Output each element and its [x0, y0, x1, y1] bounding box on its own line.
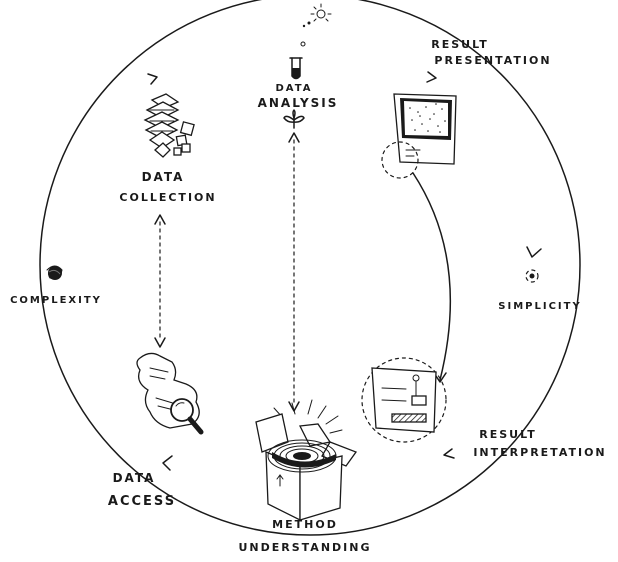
cycle-arrow-bottom-left	[162, 455, 173, 471]
sprout-icon	[283, 109, 305, 129]
scroll-magnifier-icon	[136, 352, 204, 435]
cycle-arrow-top-left	[147, 73, 158, 85]
complexity-label: COMPLEXITY	[10, 295, 102, 306]
data-collection-line1: DATA	[142, 170, 185, 184]
dashed-link-analysis-arrowhead-up	[288, 132, 300, 143]
cubes-icon	[173, 121, 195, 156]
data-access-label: DATA ACCESS	[108, 471, 176, 509]
framed-picture-icon	[393, 93, 457, 165]
data-collection-line2: COLLECTION	[119, 191, 216, 204]
data-analysis-line1: DATA	[275, 83, 312, 94]
method-understanding-line2: UNDERSTANDING	[238, 541, 371, 554]
scribble-ball-icon	[46, 265, 63, 280]
data-access-line2: ACCESS	[108, 494, 176, 509]
result-presentation-label: RESULT PRESENTATION	[431, 38, 551, 67]
result-interpretation-line2: INTERPRETATION	[473, 446, 606, 459]
cycle-arrow-bottom-right	[443, 448, 455, 459]
dot-circle-icon	[525, 269, 539, 283]
method-understanding-line1: METHOD	[272, 518, 338, 531]
dashed-link-collection-arrowhead-up	[154, 214, 166, 225]
cycle-gap-top	[296, 20, 320, 34]
document-chart-icon	[371, 367, 437, 433]
data-access-line1: DATA	[113, 471, 156, 485]
result-presentation-line1: RESULT	[431, 38, 489, 51]
cycle-arrow-top-right	[426, 71, 437, 83]
open-box-icon	[255, 399, 358, 522]
dashed-link-collection-arrowhead-down	[154, 337, 166, 348]
result-interpretation-line1: RESULT	[479, 428, 537, 441]
simplicity-label: SIMPLICITY	[498, 301, 581, 312]
cycle-circle	[39, 0, 581, 536]
paper-stack-icon	[143, 93, 180, 158]
zoom-circle-presentation	[381, 141, 419, 179]
data-analysis-label: DATA ANALYSIS	[258, 83, 339, 110]
result-presentation-line2: PRESENTATION	[434, 54, 551, 67]
zoom-circle-interpretation	[361, 357, 447, 443]
sparkle-icon	[300, 3, 332, 47]
cycle-arrow-right	[526, 246, 542, 258]
data-collection-label: DATA COLLECTION	[119, 170, 216, 204]
link-presentation-interpretation	[412, 172, 452, 381]
result-interpretation-label: RESULT INTERPRETATION	[473, 428, 606, 459]
data-analysis-line2: ANALYSIS	[258, 96, 339, 110]
test-tube-icon	[289, 57, 303, 80]
method-understanding-label: METHOD UNDERSTANDING	[238, 518, 371, 554]
